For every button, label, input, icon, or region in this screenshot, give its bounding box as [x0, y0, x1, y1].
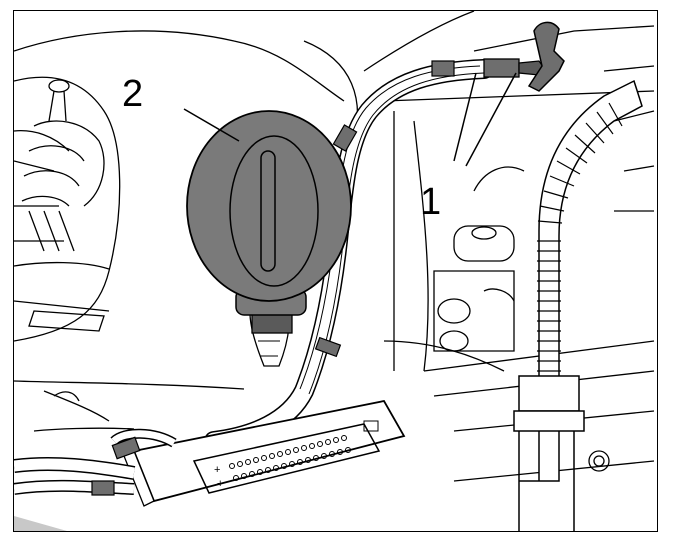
- leader-line-1a: [453, 72, 477, 162]
- callout-2-label: 2: [122, 73, 144, 115]
- ecu-connector: + +: [123, 399, 406, 507]
- module-2-component: [186, 110, 352, 367]
- pin-label-bottom: +: [217, 478, 223, 490]
- illustration-frame: + +: [13, 10, 658, 532]
- corrugated-hose: [513, 79, 643, 531]
- engine-block-detail: [53, 225, 610, 472]
- pin-row-bottom: [233, 447, 351, 481]
- left-strut-component: [21, 79, 105, 252]
- callout-1-label: 1: [420, 181, 442, 223]
- engine-bay-illustration: + +: [14, 11, 655, 531]
- top-connector-clip: [483, 21, 565, 92]
- leader-line-2: [183, 108, 240, 142]
- leader-lines: [183, 72, 517, 167]
- pin-label-top: +: [214, 464, 220, 476]
- pin-row-top: [229, 435, 347, 469]
- leader-line-1b: [465, 72, 517, 167]
- lower-harness: [14, 428, 177, 531]
